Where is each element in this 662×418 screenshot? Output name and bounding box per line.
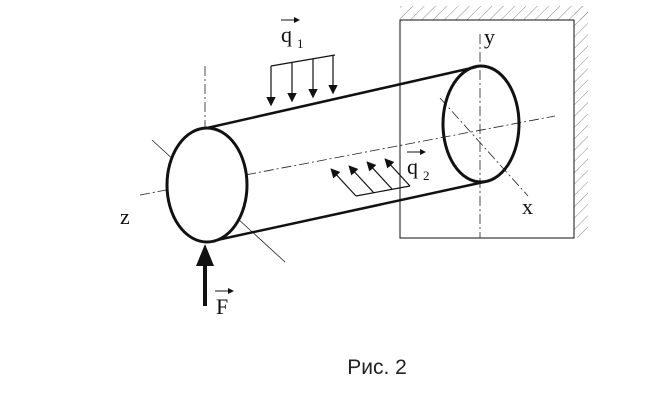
axis-z-label: z: [120, 204, 130, 229]
force-f: [196, 244, 214, 306]
axis-x-label: x: [522, 194, 533, 219]
force-f-label: F: [215, 288, 234, 319]
axis-y-label: y: [484, 24, 495, 49]
q2-label-main: q: [407, 154, 418, 179]
q2-arrow-3: [366, 161, 393, 190]
q1-top-line: [270, 54, 336, 67]
back-end-face: [441, 64, 521, 184]
q2-arrow-2: [348, 165, 375, 194]
q1-label-main: q: [281, 22, 292, 47]
q2-base-line: [355, 185, 411, 197]
wall-support: [399, 6, 588, 239]
axis-x-line: [439, 97, 529, 197]
force-f-arrowhead: [196, 244, 214, 266]
cylinder-top-edge: [206, 65, 477, 130]
q1-label: q 1: [281, 17, 304, 51]
axis-z-line: [139, 115, 556, 196]
wall-hatch-top: [400, 6, 588, 20]
q2-label: q 2: [407, 149, 430, 183]
cylinder-bar: [165, 64, 521, 244]
distributed-load-q2: [330, 158, 411, 197]
figure-caption: Рис. 2: [347, 356, 407, 379]
q1-label-sub: 1: [297, 36, 304, 51]
q2-arrow-1: [330, 168, 357, 197]
wall-hatch-right: [574, 6, 588, 238]
front-end-face: [165, 126, 249, 244]
cylinder-bottom-edge: [207, 180, 485, 244]
distributed-load-q1: [266, 54, 338, 107]
q2-arrow-4: [384, 158, 411, 187]
q2-label-sub: 2: [423, 168, 430, 183]
wall-plate: [399, 19, 575, 239]
force-f-label-main: F: [216, 294, 228, 319]
